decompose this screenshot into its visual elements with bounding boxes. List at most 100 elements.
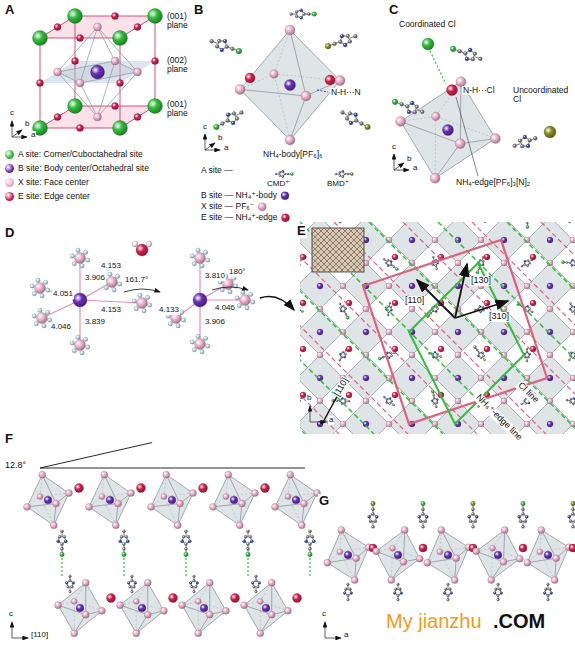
circle-shape: [35, 283, 46, 294]
circle-shape: [54, 68, 62, 76]
circle-shape: [574, 313, 575, 315]
circle-shape: [221, 122, 225, 126]
circle-shape: [468, 515, 471, 518]
path-shape: [124, 289, 160, 292]
circle-shape: [484, 222, 486, 223]
circle-shape: [231, 594, 240, 603]
circle-shape: [300, 260, 301, 262]
circle-shape: [523, 400, 525, 402]
circle-shape: [435, 406, 437, 408]
circle-shape: [345, 307, 347, 309]
circle-shape: [55, 602, 62, 609]
circle-shape: [160, 607, 167, 614]
circle-shape: [308, 547, 311, 550]
line-shape: [102, 496, 116, 525]
circle-shape: [193, 590, 196, 593]
circle-shape: [431, 400, 433, 402]
circle-shape: [203, 336, 207, 340]
line-shape: [151, 504, 180, 507]
circle-shape: [117, 80, 124, 87]
circle-shape: [416, 555, 423, 562]
annotation-label: (001) plane: [166, 100, 194, 119]
panel-letter: A: [4, 3, 15, 17]
polygon-shape: [389, 355, 435, 401]
annotation-label: 4.046: [214, 304, 236, 313]
circle-shape: [75, 253, 86, 264]
polygon-shape: [527, 263, 573, 309]
circle-shape: [244, 535, 247, 538]
circle-shape: [375, 515, 378, 518]
circle-shape: [210, 503, 217, 510]
circle-shape: [63, 535, 66, 538]
circle-shape: [106, 496, 114, 504]
legend-swatch: [5, 178, 14, 187]
circle-shape: [518, 139, 522, 143]
circle-shape: [443, 592, 446, 595]
polygon-shape: [343, 355, 389, 401]
circle-shape: [450, 46, 456, 52]
line-shape: [209, 583, 210, 615]
circle-shape: [75, 484, 84, 493]
polygon-shape: [240, 30, 340, 140]
circle-shape: [33, 31, 48, 46]
circle-shape: [34, 321, 38, 325]
line-shape: [340, 547, 369, 552]
g-shape: [310, 406, 326, 422]
circle-shape: [235, 296, 239, 300]
annotation-label: c: [321, 610, 327, 619]
circle-shape: [499, 588, 502, 591]
line-shape: [440, 552, 455, 580]
line-shape: [40, 493, 69, 496]
line-shape: [40, 443, 152, 468]
circle-shape: [203, 250, 207, 254]
polygon-shape: [401, 82, 496, 179]
circle-shape: [217, 39, 221, 43]
line-shape: [455, 264, 467, 318]
circle-shape: [231, 276, 235, 280]
circle-shape: [339, 307, 341, 309]
annotation-label: 4.046: [50, 323, 72, 332]
circle-shape: [113, 121, 128, 136]
circle-shape: [46, 288, 50, 292]
line-shape: [541, 222, 575, 434]
circle-shape: [433, 394, 435, 396]
panel-b-structure: [205, 9, 370, 178]
circle-shape: [547, 306, 553, 312]
circle-shape: [524, 260, 526, 262]
circle-shape: [407, 110, 411, 114]
circle-shape: [390, 260, 392, 262]
circle-shape: [220, 48, 224, 52]
circle-shape: [345, 313, 347, 315]
circle-shape: [72, 348, 76, 352]
circle-shape: [117, 602, 124, 609]
circle-shape: [471, 525, 474, 528]
circle-shape: [348, 39, 352, 43]
annotation-label: 180°: [228, 268, 247, 277]
circle-shape: [226, 113, 230, 117]
circle-shape: [300, 309, 301, 311]
circle-shape: [524, 329, 530, 335]
circle-shape: [308, 552, 312, 556]
circle-shape: [138, 293, 142, 297]
circle-shape: [76, 604, 84, 612]
line-shape: [98, 27, 116, 61]
circle-shape: [348, 112, 352, 116]
circle-shape: [58, 535, 61, 538]
circle-shape: [569, 262, 571, 264]
circle-shape: [230, 496, 238, 504]
line-shape: [12, 622, 13, 638]
circle-shape: [148, 99, 163, 114]
circle-shape: [371, 512, 374, 515]
circle-shape: [193, 575, 196, 578]
circle-shape: [236, 48, 242, 54]
circle-shape: [569, 308, 571, 310]
circle-shape: [490, 134, 500, 144]
circle-shape: [388, 311, 390, 313]
line-shape: [85, 583, 86, 615]
circle-shape: [54, 114, 61, 121]
circle-shape: [422, 38, 434, 50]
line-shape: [136, 601, 137, 633]
circle-shape: [54, 24, 61, 31]
line-shape: [102, 493, 131, 496]
circle-shape: [437, 308, 439, 310]
